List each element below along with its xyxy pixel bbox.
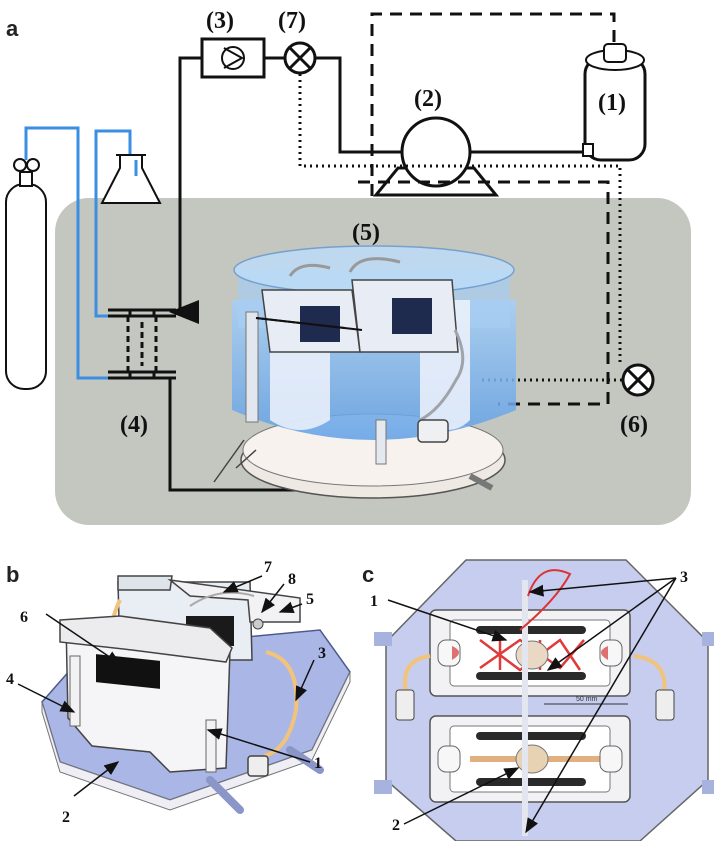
mixing-chamber	[108, 308, 176, 380]
label-b-6: 6	[20, 609, 28, 626]
label-valve-6: (6)	[620, 412, 648, 438]
liquid-line	[94, 129, 132, 318]
label-valve-7: (7)	[278, 8, 306, 34]
label-b-3: 3	[318, 645, 326, 662]
flow-line-reservoir	[470, 146, 600, 154]
pump	[372, 116, 500, 197]
reservoir	[582, 43, 647, 162]
panel-a-letter: a	[6, 16, 19, 41]
label-c-3: 3	[680, 569, 688, 586]
panel-b: b 1 2 3 4 5 6	[6, 559, 351, 826]
label-b-1: 1	[314, 755, 322, 772]
panel-b-letter: b	[6, 562, 19, 587]
valve-knob-icon	[13, 158, 27, 172]
label-b-8: 8	[288, 571, 296, 588]
label-reservoir: (1)	[598, 90, 626, 116]
panel-c-letter: c	[362, 562, 374, 587]
label-b-7: 7	[264, 559, 272, 576]
panel-c: c 50 mm	[362, 559, 714, 841]
scale-bar-label: 50 mm	[576, 696, 598, 703]
flow-line-pump	[316, 56, 402, 154]
gas-cylinder	[5, 158, 47, 390]
label-b-2: 2	[62, 809, 70, 826]
label-check-valve: (3)	[206, 8, 234, 34]
dashed-control-line-top	[370, 12, 616, 196]
gas-line	[24, 126, 112, 380]
valve-7-icon	[283, 41, 317, 75]
dashed-control-line-bottom	[358, 180, 610, 406]
bioreactor-vessel	[213, 245, 516, 499]
label-mixing-chamber: (4)	[120, 412, 148, 438]
dotted-line-to-valve6	[298, 74, 622, 366]
panel-a: a	[5, 8, 691, 525]
check-valve	[200, 37, 266, 79]
label-bioreactor: (5)	[352, 220, 380, 246]
flask-icon	[100, 154, 162, 204]
valve-6-icon	[621, 363, 655, 397]
label-c-2: 2	[392, 817, 400, 834]
label-b-4: 4	[6, 671, 14, 688]
label-c-1: 1	[370, 593, 378, 610]
label-pump: (2)	[414, 86, 442, 112]
label-b-5: 5	[306, 591, 314, 608]
